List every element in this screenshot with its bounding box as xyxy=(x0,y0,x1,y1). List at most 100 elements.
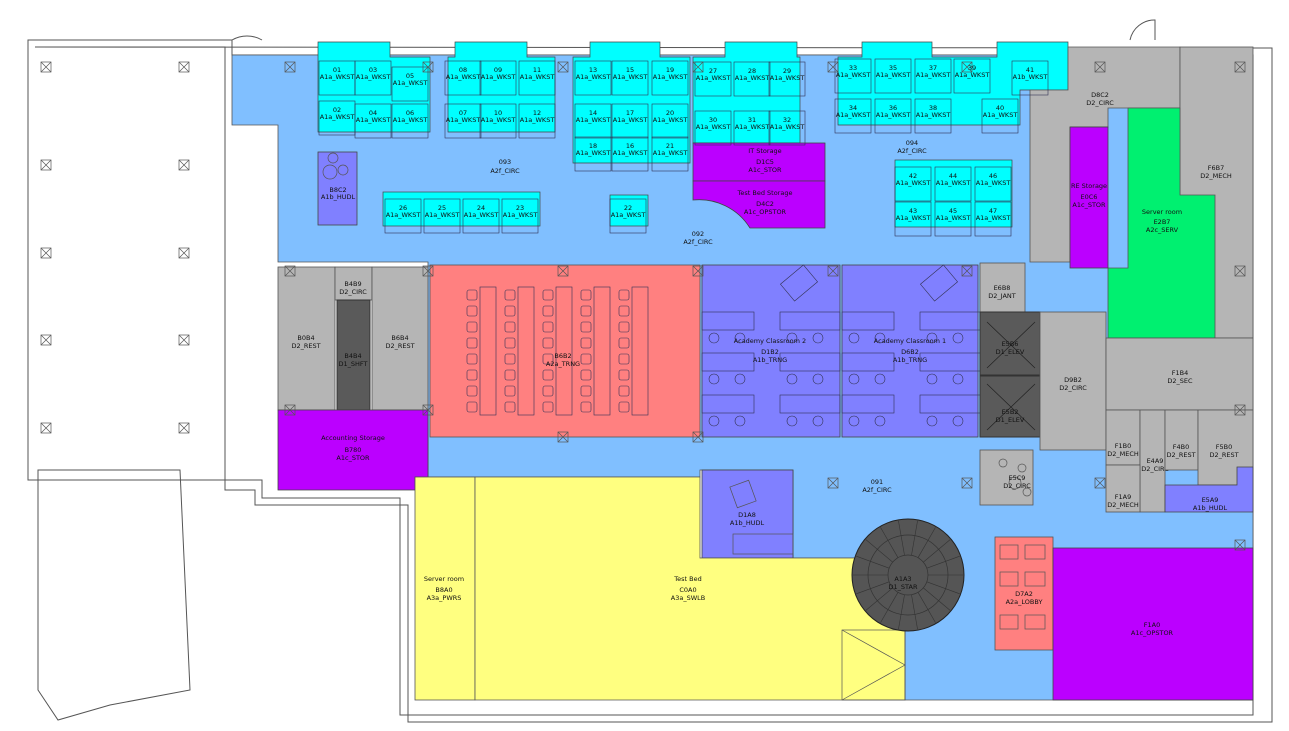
room-type: D2_REST xyxy=(385,342,414,350)
room-b4b9[interactable]: B4B9 D2_CIRC xyxy=(334,266,373,301)
room-f1a9[interactable]: F1A9 D2_MECH xyxy=(1105,464,1141,513)
room-b6b4[interactable]: B6B4 D2_REST xyxy=(371,266,429,411)
chair-icon xyxy=(542,289,554,301)
chair-icon xyxy=(708,332,720,344)
room-code: D9B2 xyxy=(1064,376,1082,384)
column-icon xyxy=(961,477,973,489)
column-icon xyxy=(40,159,52,171)
room-d1c5[interactable]: IT Storage D1C5 A1c_STOR xyxy=(692,142,826,182)
room-code: D7A2 xyxy=(1015,590,1033,598)
chair-icon xyxy=(848,332,860,344)
chair-icon xyxy=(504,337,516,349)
chair-icon xyxy=(874,373,886,385)
chair-icon xyxy=(952,415,964,427)
workstation-number: 16 xyxy=(626,142,634,150)
room-e5a9[interactable]: E5A9 A1b_HUDL xyxy=(1164,466,1254,513)
room-b4b4[interactable]: B4B4 D1_SHFT xyxy=(336,299,371,411)
room-f1b0[interactable]: F1B0 D2_MECH xyxy=(1105,409,1141,466)
room-b0b4[interactable]: B0B4 D2_REST xyxy=(277,266,336,411)
room-b8c2[interactable]: B8C2 A1b_HUDL xyxy=(317,151,358,226)
column-icon xyxy=(284,265,296,277)
room-c0a0[interactable]: Test Bed C0A0 A3a_SWLB xyxy=(474,476,906,701)
workstation-number: 18 xyxy=(589,142,597,150)
column-icon xyxy=(178,159,190,171)
workstation-number: 34 xyxy=(849,104,857,112)
room-type: D2_CIRC xyxy=(1086,99,1114,107)
room-e0c6[interactable]: RE Storage E0C6 A1c_STOR xyxy=(1069,126,1109,269)
column-icon xyxy=(40,422,52,434)
room-e6b8[interactable]: E6B8 D2_JANT xyxy=(979,262,1026,313)
workstation-number: 13 xyxy=(589,66,597,74)
room-d6b2[interactable]: Academy Classroom 1 D6B2 A1b_TRNG xyxy=(841,264,979,438)
room-d1a8[interactable]: D1A8 A1b_HUDL xyxy=(701,469,794,559)
room-e5b6[interactable]: E5B6 D1_ELEV xyxy=(979,311,1041,376)
room-d7a2[interactable]: D7A2 A2a_LOBBY xyxy=(994,536,1054,651)
room-b6b2[interactable]: B6B2 A2a_TRNG xyxy=(429,264,701,438)
room-f1b4[interactable]: F1B4 D2_SEC xyxy=(1105,337,1254,411)
chair-icon xyxy=(504,369,516,381)
room-d1b2[interactable]: Academy Classroom 2 D1B2 A1b_TRNG xyxy=(701,264,841,438)
classroom-desks xyxy=(701,264,981,427)
room-e5b2[interactable]: E5B2 D1_ELEV xyxy=(979,375,1041,438)
stair-tread xyxy=(923,587,951,611)
room-a1a3[interactable]: A1A3 D1_STAR xyxy=(851,518,965,632)
workstation-cell xyxy=(974,166,1012,202)
room-f4b0[interactable]: F4B0 D2_REST xyxy=(1164,409,1199,471)
room-e5c9[interactable]: E5C9 D2_CIRC xyxy=(979,449,1034,506)
workstation-type: A1a_WKST xyxy=(916,111,951,119)
workstation-type: A1a_WKST xyxy=(576,73,611,81)
room-e4a9[interactable]: E4A9 D2_CIRC xyxy=(1139,409,1169,513)
room-b780[interactable]: Accounting Storage B780 A1c_STOR xyxy=(277,409,429,491)
room-code: F1B0 xyxy=(1115,442,1131,450)
room-d4c2[interactable]: Test Bed Storage D4C2 A1c_OPSTOR xyxy=(692,180,826,229)
room-b8a0[interactable]: Server room B8A0 A3a_PWRS xyxy=(414,476,476,701)
room-d9b2[interactable]: D9B2 D2_CIRC xyxy=(1039,311,1107,451)
room-f1a0[interactable]: F1A0 A1c_OPSTOR xyxy=(1052,547,1254,701)
